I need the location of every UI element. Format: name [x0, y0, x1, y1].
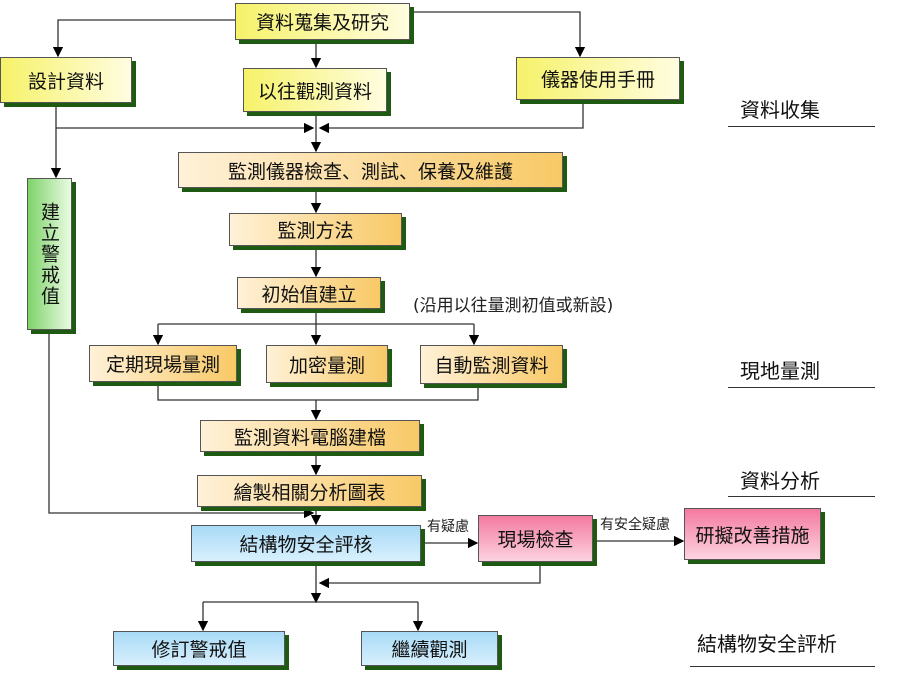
revise-alert-box: 修訂警戒值	[113, 631, 285, 666]
section-analysis: 資料分析	[740, 469, 820, 493]
monitoring-method-box: 監測方法	[229, 213, 402, 246]
field-inspection-box: 現場檢查	[478, 515, 593, 562]
research-box: 資料蒐集及研究	[235, 3, 410, 40]
section-rule	[728, 496, 875, 497]
initial-note: (沿用以往量測初值或新設)	[413, 296, 614, 316]
initial-value-box: 初始值建立	[237, 277, 381, 309]
alert-value-box: 建立警戒值	[27, 178, 72, 330]
safety-doubt-label: 有安全疑慮	[600, 517, 670, 533]
instrument-inspection-box: 監測儀器檢查、測試、保養及維護	[178, 152, 563, 188]
safety-assessment-box: 結構物安全評核	[191, 525, 421, 562]
data-filing-box: 監測資料電腦建檔	[200, 420, 420, 452]
section-rule	[728, 387, 875, 388]
section-evaluation: 結構物安全評析	[697, 632, 837, 656]
doubt-label: 有疑慮	[427, 519, 469, 535]
section-rule	[728, 126, 875, 127]
design-data-box: 設計資料	[0, 57, 132, 103]
analysis-charts-box: 繪製相關分析圖表	[197, 475, 422, 507]
section-field: 現地量測	[740, 359, 820, 383]
improvement-measures-box: 研擬改善措施	[684, 508, 821, 560]
section-collect: 資料收集	[740, 98, 820, 122]
instrument-manual-box: 儀器使用手冊	[516, 57, 680, 100]
section-rule	[690, 666, 875, 667]
continue-observation-box: 繼續觀測	[361, 631, 498, 666]
auto-monitoring-box: 自動監測資料	[420, 345, 563, 384]
past-observation-box: 以往觀測資料	[243, 68, 387, 112]
periodic-measurement-box: 定期現場量測	[89, 345, 237, 382]
dense-measurement-box: 加密量測	[266, 345, 388, 383]
